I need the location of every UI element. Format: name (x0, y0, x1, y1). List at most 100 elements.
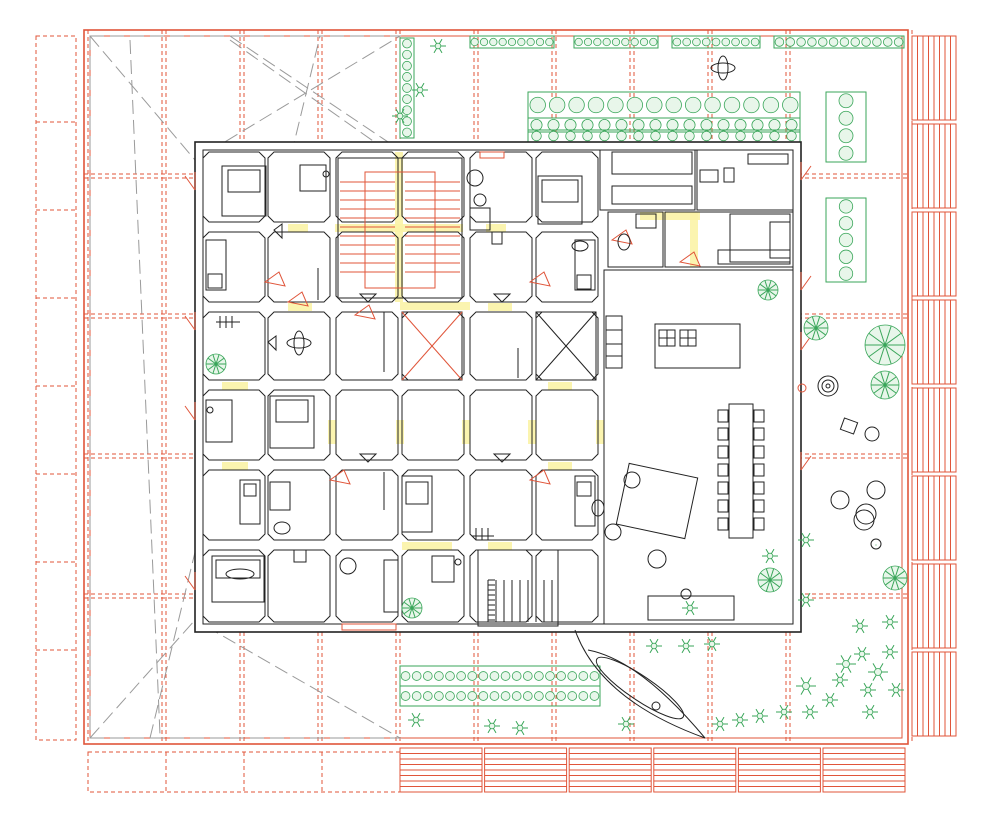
plant-icon (678, 638, 694, 654)
room (335, 389, 399, 461)
room (469, 231, 533, 303)
plant-icon (888, 682, 904, 698)
dining-table (728, 403, 754, 539)
chair-icon (717, 517, 729, 531)
plant-icon (882, 644, 898, 660)
plant-icon (870, 370, 900, 400)
plant-icon (776, 704, 792, 720)
room (469, 311, 533, 381)
plant-icon (484, 718, 500, 734)
room (469, 469, 533, 541)
door (678, 251, 701, 267)
room (335, 311, 399, 381)
room (267, 469, 331, 541)
planter (399, 685, 601, 707)
building-outline (194, 141, 802, 633)
lift-shafts (401, 311, 597, 381)
room (335, 151, 399, 223)
room (335, 231, 399, 303)
planters (399, 35, 905, 707)
chair-icon (753, 499, 765, 513)
plant-icon (401, 597, 423, 619)
room (202, 311, 266, 381)
plant-icon (682, 600, 698, 616)
room (535, 549, 599, 623)
furniture (205, 55, 886, 739)
chair-icon (753, 481, 765, 495)
planter (399, 37, 415, 139)
plant-icon (732, 712, 748, 728)
plant-icon (864, 324, 906, 366)
chair-icon (717, 463, 729, 477)
room (469, 151, 533, 223)
chair-icon (753, 409, 765, 423)
room (535, 389, 599, 461)
room (335, 549, 399, 623)
plant-icon (392, 108, 408, 124)
chair-icon (717, 409, 729, 423)
door (328, 469, 351, 485)
stair-icon (337, 157, 559, 627)
chair-icon (339, 471, 886, 613)
bottom-deck-slats (399, 747, 906, 793)
room (267, 151, 331, 223)
room (535, 469, 599, 541)
plant-icon (757, 567, 783, 593)
bottom-left-deck (87, 751, 401, 793)
plant-icon (408, 712, 424, 728)
planter (527, 117, 801, 133)
table-icon (293, 169, 880, 563)
planter (825, 197, 867, 283)
plant-icon (762, 548, 778, 564)
planter (573, 35, 659, 49)
plant-icon (854, 646, 870, 662)
door (263, 271, 286, 287)
door (800, 162, 812, 181)
room (267, 311, 331, 381)
plant-icon (852, 618, 868, 634)
plant-icon (646, 638, 662, 654)
chair-icon (717, 445, 729, 459)
hammock-icon (574, 629, 706, 739)
room (401, 231, 465, 303)
lounge-table (615, 462, 699, 540)
room (202, 151, 266, 223)
plant-icon (512, 720, 528, 736)
plant-icon (752, 708, 768, 724)
ceiling-fan-icon (286, 55, 736, 356)
room (335, 469, 399, 541)
plant-icon (205, 38, 908, 736)
plant-icon (803, 315, 829, 341)
plant-icon (798, 592, 814, 608)
door (800, 272, 812, 291)
door (528, 271, 551, 287)
left-deck-strip (35, 35, 77, 741)
chair-icon (753, 517, 765, 531)
bed-icon (211, 165, 583, 603)
plant-icon (757, 279, 779, 301)
door (286, 291, 309, 307)
planter (671, 35, 761, 49)
door (184, 312, 196, 331)
kitchen-island (654, 323, 741, 369)
doors (184, 151, 812, 631)
room (267, 549, 331, 623)
room (202, 389, 266, 461)
chair-icon (753, 427, 765, 441)
room (267, 389, 331, 461)
plant-icon (882, 614, 898, 630)
plant-icon (836, 655, 856, 673)
plant-icon (618, 716, 634, 732)
thresholds (222, 152, 700, 550)
door (528, 469, 551, 485)
plant-icon (882, 565, 908, 591)
plant-icon (832, 672, 848, 688)
room (401, 549, 465, 623)
person-icon (225, 538, 882, 711)
room (202, 469, 266, 541)
door (353, 304, 376, 320)
chair-icon (753, 463, 765, 477)
planter (773, 35, 905, 49)
room (401, 389, 465, 461)
plant-icon (796, 677, 816, 695)
